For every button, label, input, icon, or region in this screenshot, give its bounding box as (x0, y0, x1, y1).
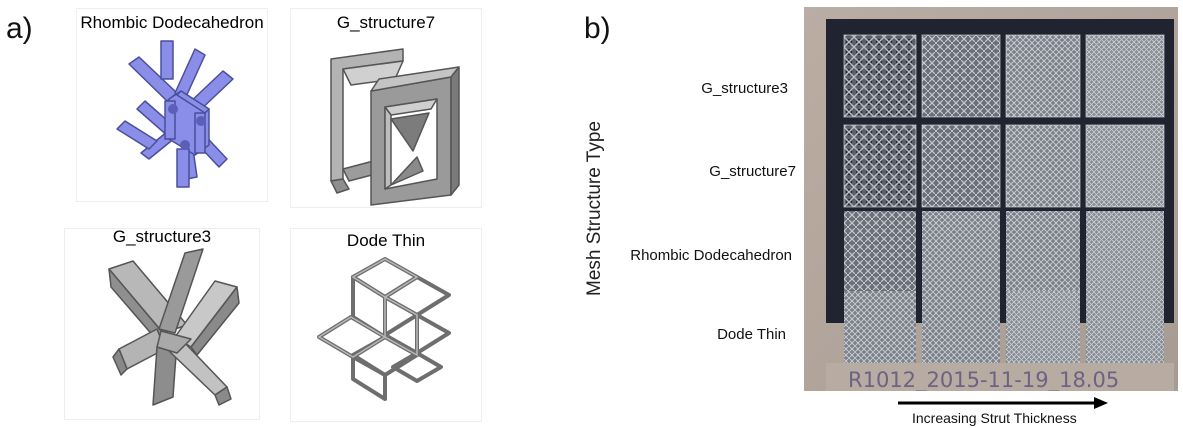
rhombic-dodecahedron-lattice-icon (116, 40, 234, 188)
g-structure3-cross-icon (108, 248, 240, 406)
y-axis-label: Mesh Structure Type (584, 121, 605, 296)
tile-g-structure7: G_structure7 (290, 8, 482, 208)
panel-b-label: b) (584, 12, 611, 45)
tile-rhombic-dodecahedron: Rhombic Dodecahedron (76, 8, 268, 202)
row-label-g-structure7: G_structure7 (709, 163, 796, 180)
tile-title: G_structure3 (112, 228, 212, 246)
tile-title: G_structure7 (336, 13, 436, 32)
panel-a-label: a) (6, 12, 33, 45)
strut-thickness-arrow-icon (898, 397, 1108, 409)
row-label-dode-thin: Dode Thin (717, 326, 786, 343)
printed-lattice-plate-photo: R1012_2015-11-19_18.05 (804, 7, 1178, 391)
row-label-g-structure3: G_structure3 (701, 80, 788, 97)
tile-title: Dode Thin (346, 231, 426, 250)
g-structure7-frame-icon (330, 48, 460, 206)
plate-marking: R1012_2015-11-19_18.05 (848, 368, 1119, 391)
tile-g-structure3: G_structure3 (64, 228, 260, 420)
row-label-rhombic-dodecahedron: Rhombic Dodecahedron (630, 247, 792, 264)
dode-thin-lattice-icon (317, 257, 451, 401)
tile-title: Rhombic Dodecahedron (80, 13, 264, 32)
tile-dode-thin: Dode Thin (290, 228, 482, 422)
x-axis-label: Increasing Strut Thickness (912, 410, 1077, 426)
